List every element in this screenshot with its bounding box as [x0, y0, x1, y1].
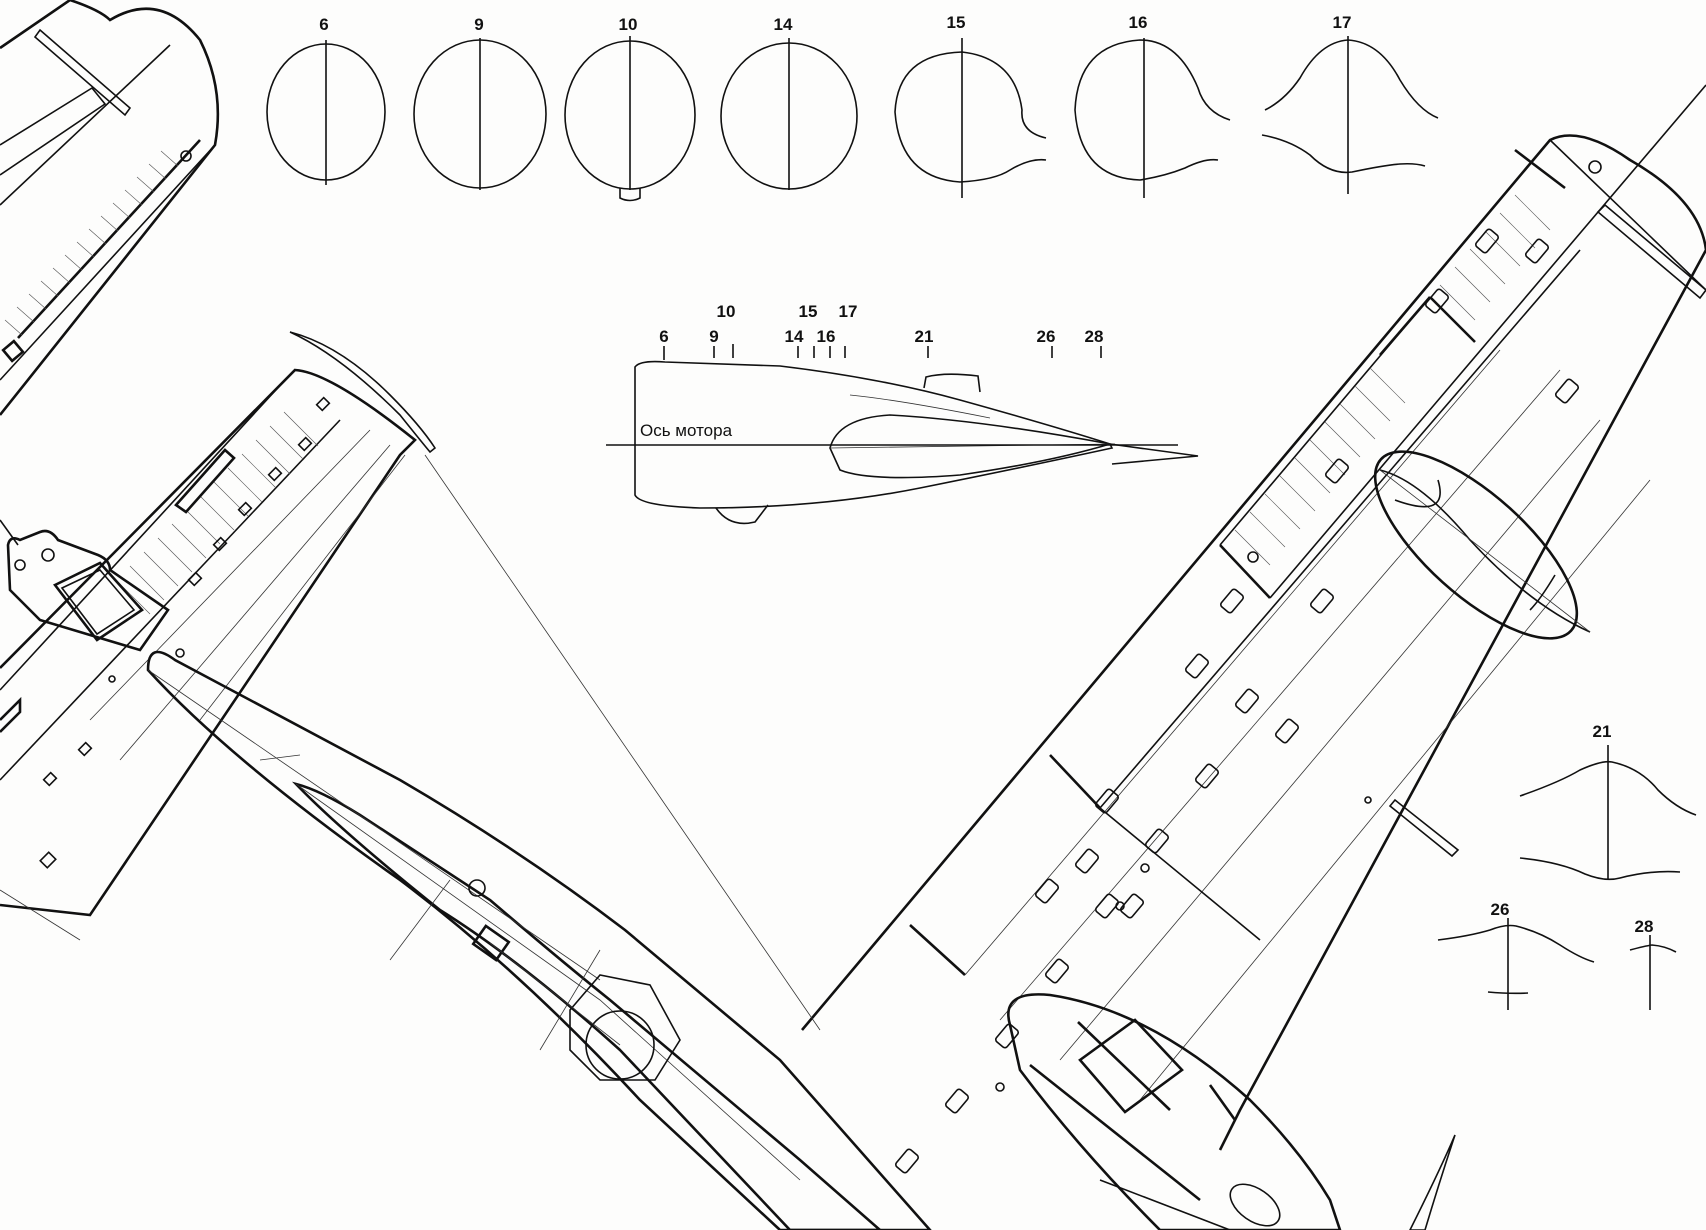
tail-cross-sections: 21 26 28	[1437, 722, 1697, 1010]
section-label-9: 9	[474, 15, 483, 34]
station-label-10: 10	[717, 302, 736, 321]
station-label-28: 28	[1085, 327, 1104, 346]
section-label-15: 15	[947, 13, 966, 32]
station-label-26: 26	[1037, 327, 1056, 346]
cross-section-16: 16	[1074, 13, 1231, 198]
section-label-28: 28	[1635, 917, 1654, 936]
center-wing-ribs	[115, 411, 319, 615]
engine-nacelle-side-view: 10 15 17 6 9 14 16 21 26 28 Ось мотора	[606, 302, 1199, 525]
station-label-17: 17	[839, 302, 858, 321]
section-label-10: 10	[619, 15, 638, 34]
propeller-axis-line	[424, 454, 821, 1031]
fuselage-nose	[0, 519, 185, 683]
cross-section-17: 17	[1261, 13, 1439, 194]
center-wing	[0, 331, 437, 917]
cross-section-9: 9	[413, 15, 547, 190]
cross-section-6: 6	[266, 15, 386, 185]
station-label-15: 15	[799, 302, 818, 321]
station-label-9: 9	[709, 327, 718, 346]
station-label-21: 21	[915, 327, 934, 346]
station-label-16: 16	[817, 327, 836, 346]
station-label-6: 6	[659, 327, 668, 346]
station-ticks	[663, 344, 1102, 360]
center-wing-panels	[39, 396, 331, 869]
tail-boom	[1007, 993, 1456, 1230]
left-wing-fragment	[0, 0, 220, 416]
section-label-21: 21	[1593, 722, 1612, 741]
right-wing-ribs	[1234, 194, 1551, 566]
engine-axis-label: Ось мотора	[640, 421, 733, 440]
section-label-6: 6	[319, 15, 328, 34]
section-label-26: 26	[1491, 900, 1510, 919]
right-wing	[801, 84, 1706, 1174]
cross-section-15: 15	[894, 13, 1047, 198]
cross-section-row: 6 9 10 14 15 16	[266, 13, 1439, 202]
section-label-16: 16	[1129, 13, 1148, 32]
section-label-14: 14	[774, 15, 793, 34]
cross-section-10: 10	[564, 15, 696, 202]
station-label-14: 14	[785, 327, 804, 346]
cross-section-14: 14	[720, 15, 858, 190]
wing-engine-nacelle	[1373, 450, 1591, 640]
fuselage-body	[0, 650, 932, 1230]
section-label-17: 17	[1333, 13, 1352, 32]
left-wing-ribs	[4, 150, 179, 336]
